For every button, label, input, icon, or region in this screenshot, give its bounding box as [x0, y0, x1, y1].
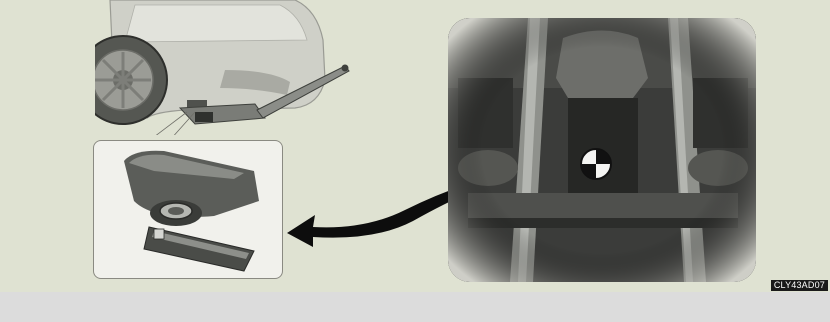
car-with-floor-jack-illustration [95, 0, 365, 135]
vehicle-underbody-photo [448, 18, 756, 282]
jack-saddle-detail [94, 141, 282, 278]
illustration-panel [0, 0, 830, 292]
underbody-scene [448, 18, 756, 282]
curved-arrow-left-icon [285, 175, 475, 250]
jack-point-detail-inset [93, 140, 283, 279]
figure-reference-code: CLY43AD07 [771, 280, 828, 291]
